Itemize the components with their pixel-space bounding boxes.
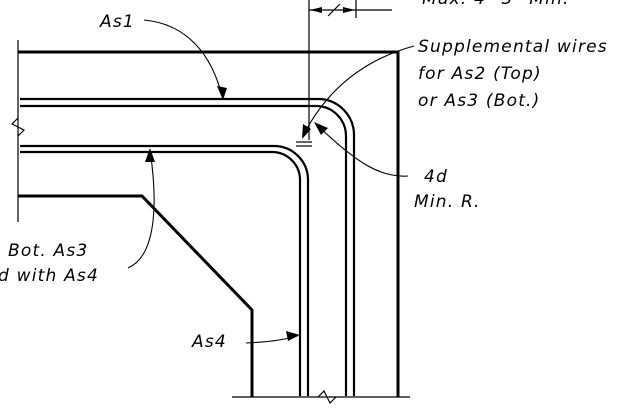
- bar-as3-bottom-inner: [20, 150, 302, 396]
- bottom-break-zigzag: [317, 389, 337, 405]
- bar-as1-top: [20, 97, 356, 396]
- label-as1: As1: [99, 12, 135, 32]
- label-bend-radius-2: Min. R.: [414, 192, 481, 212]
- dim-arrow-right: [343, 7, 355, 13]
- haunch-inner-face: [18, 194, 254, 398]
- concrete-outline: [18, 50, 410, 398]
- label-as4: As4: [191, 332, 227, 352]
- break-lines: [10, 40, 337, 405]
- label-bot-as3-1: Bot. As3: [8, 241, 88, 261]
- leaders: [127, 19, 415, 344]
- bar-as1-top-inner: [20, 104, 348, 396]
- bar-as3-bottom: [20, 144, 310, 396]
- label-supplemental-1: Supplemental wires: [418, 37, 608, 57]
- as4-arrowhead: [286, 331, 300, 341]
- left-break-zigzag: [10, 117, 26, 137]
- bot-as3-arrowhead: [145, 148, 155, 162]
- bend-radius-arrowhead: [314, 122, 328, 135]
- label-supplemental-3: or As3 (Bot.): [418, 91, 541, 111]
- dim-slash: [327, 3, 341, 17]
- labels: As1 Max. 4" 3" Min. Supplemental wires f…: [0, 0, 608, 352]
- spacing-dimension: [308, 0, 392, 140]
- dim-arrow-left: [310, 7, 322, 13]
- bot-as3-leader: [127, 149, 155, 269]
- as1-arrowhead: [217, 86, 227, 100]
- reinforcement-bars: [20, 97, 356, 396]
- bend-radius-leader: [317, 125, 409, 177]
- label-max-dim: Max. 4" 3" Min.: [422, 0, 570, 9]
- label-supplemental-2: for As2 (Top): [418, 64, 542, 84]
- supplemental-leader: [303, 45, 415, 135]
- label-bot-as3-2: d with As4: [0, 266, 99, 286]
- as1-leader: [143, 19, 223, 97]
- supplemental-arrowhead: [302, 124, 311, 139]
- label-bend-radius-1: 4d: [424, 167, 448, 187]
